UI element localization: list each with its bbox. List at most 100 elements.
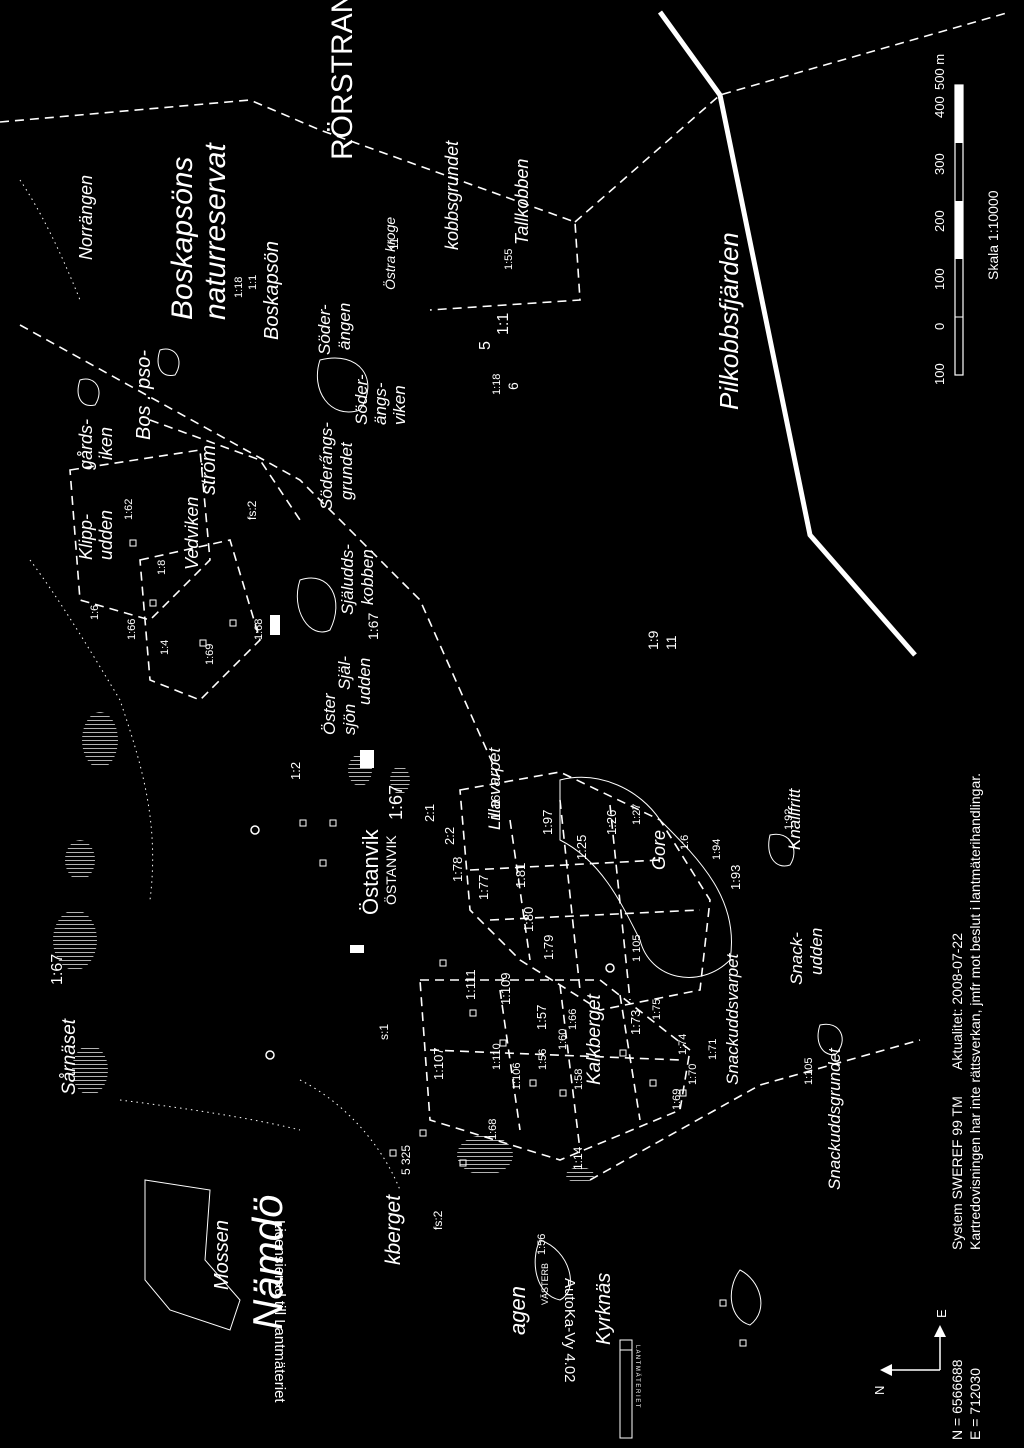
parcel-label: fs:2 bbox=[245, 500, 259, 520]
label-soder-angen-2: ängen bbox=[335, 303, 354, 350]
credits: Licensierad till Lantmäteriet AutoKa-Vy … bbox=[271, 1220, 641, 1439]
parcel-label: 1:78 bbox=[450, 857, 465, 882]
parcel-label: 1:69 bbox=[671, 1089, 683, 1110]
fields bbox=[53, 712, 594, 1183]
label-ostra-kroge: Östra kroge bbox=[381, 217, 398, 290]
label-vedviken: Vedviken bbox=[182, 497, 202, 570]
scale-bar: 100 0 100 200 300 400 500 m Skala 1:1000… bbox=[932, 54, 1001, 385]
parcel-label: 1:1 bbox=[247, 275, 259, 290]
reserve-boundary-2 bbox=[574, 11, 1011, 223]
parcel-label: 1:69 bbox=[204, 644, 216, 665]
parcel-label: 1:56 bbox=[537, 1049, 549, 1070]
label-strom: ström bbox=[198, 445, 220, 495]
parcel-label: 1:111 bbox=[463, 969, 478, 1000]
parcel-label: fs:2 bbox=[431, 1210, 445, 1230]
parcel-label: 1:14 bbox=[571, 1146, 585, 1170]
parcel-label: 1:27 bbox=[631, 804, 643, 825]
label-gore: Gore bbox=[649, 830, 669, 870]
label-gards-2: iken bbox=[96, 427, 116, 460]
parcel-label: 1:75 bbox=[651, 999, 663, 1020]
system-text: System SWEREF 99 TM bbox=[949, 1096, 965, 1250]
buildings bbox=[129, 539, 747, 1347]
parcel-boundary-diag bbox=[19, 324, 501, 781]
parcel-label: 1:26 bbox=[604, 810, 619, 835]
label-klipp-2: udden bbox=[96, 510, 116, 560]
scale-tick: 100 bbox=[932, 363, 947, 385]
label-snackuddsvarpet: Snackuddsvarpet bbox=[723, 952, 742, 1085]
snack-boundary bbox=[589, 1039, 921, 1181]
label-sjal-1: Själ- bbox=[335, 656, 354, 690]
parcel-label: 5 325 bbox=[399, 1145, 413, 1175]
east-coord: E = 712030 bbox=[967, 1368, 983, 1440]
label-sjaludds-2: kobben bbox=[358, 549, 377, 605]
label-vasterb: VÄSTERB bbox=[540, 1263, 550, 1305]
scale-tick: 500 m bbox=[932, 54, 947, 90]
north-label: N bbox=[872, 1386, 887, 1395]
label-boskapson: Boskapsön bbox=[261, 241, 283, 340]
parcel-label: 1:79 bbox=[541, 935, 556, 960]
parcel-label: 1:2 bbox=[288, 762, 303, 780]
north-arrow-icon bbox=[880, 1325, 946, 1376]
label-naturreservat: naturreservat bbox=[199, 142, 232, 320]
label-soderangs-grundet-2: grundet bbox=[337, 441, 356, 500]
parcel-label: 1:4 bbox=[159, 640, 171, 655]
parcel-label: 1:68 bbox=[253, 619, 265, 640]
parcel-label: 1:58 bbox=[573, 1069, 585, 1090]
parcel-label: 1:1 bbox=[495, 313, 512, 335]
label-boskapsons: Boskapsöns bbox=[166, 157, 199, 320]
label-klipp-1: Klipp- bbox=[76, 514, 96, 560]
license-text: Licensierad till Lantmäteriet bbox=[271, 1220, 288, 1403]
parcel-label: 1:92 bbox=[783, 809, 795, 830]
label-soder-angs-2: ängs- bbox=[371, 382, 390, 425]
parcel-label: 1:73 bbox=[628, 1010, 643, 1035]
label-sjaludds-1: Själudds- bbox=[338, 544, 357, 615]
parcel-label: 1:18 bbox=[491, 374, 503, 395]
parcel-label: 1 105 bbox=[631, 934, 643, 962]
label-kberget: kberget bbox=[382, 1194, 405, 1265]
label-soder-angs-3: viken bbox=[390, 385, 409, 425]
label-snack-1: Snack- bbox=[787, 932, 806, 985]
footer: System SWEREF 99 TM Aktualitet: 2008-07-… bbox=[872, 773, 983, 1440]
label-samaset: Sårnäset bbox=[59, 1018, 80, 1095]
parcel-labels: 1:67 1:67 1:18 1:1 1:18 5 1:1 6 1:55 11 … bbox=[49, 237, 815, 1255]
parcel-label: 1:70 bbox=[687, 1064, 699, 1085]
parcel-label: 1:66 bbox=[126, 619, 138, 640]
parcel-label: 1:80 bbox=[521, 907, 536, 932]
label-knallfritt: Knallfritt bbox=[785, 787, 804, 850]
updated-text: Aktualitet: 2008-07-22 bbox=[949, 933, 965, 1070]
label-pilkobbsfjarden: Pilkobbsfjärden bbox=[714, 232, 744, 410]
label-norrangen: Norrängen bbox=[76, 175, 96, 260]
parcel-label: s:1 bbox=[377, 1024, 391, 1040]
scale-tick: 0 bbox=[932, 323, 947, 330]
parcel-label: 1:93 bbox=[728, 865, 743, 890]
label-sjal-2: udden bbox=[355, 658, 374, 705]
label-soderangs-grundet-1: Södera̋ngs- bbox=[317, 422, 336, 510]
parcel-label: 6 bbox=[505, 382, 521, 390]
parcel-label: 1:94 bbox=[711, 839, 723, 860]
parcel-label: 1:56 bbox=[536, 1234, 548, 1255]
scale-tick: 100 bbox=[932, 268, 947, 290]
parcel-label: 1:8 bbox=[156, 560, 168, 575]
parcel-label: 11 bbox=[663, 635, 679, 650]
label-bos-pso: Bos . pso- bbox=[133, 350, 155, 440]
parcel-label: 1:71 bbox=[707, 1039, 719, 1060]
parcel-label: 1:107 bbox=[431, 1047, 446, 1080]
label-ostanvik-caps: ÖSTANVIK bbox=[382, 835, 399, 905]
east-label: E bbox=[934, 1309, 949, 1318]
label-agen: agen bbox=[505, 1286, 530, 1335]
label-soder-angs-1: Söder- bbox=[352, 374, 371, 425]
parcel-label: 1:110 bbox=[491, 1043, 503, 1070]
coastlines bbox=[77, 348, 843, 1331]
parcel-label: 1:62 bbox=[123, 499, 135, 520]
label-soder-angen-1: Söder- bbox=[315, 304, 334, 355]
parcel-label: 2:1 bbox=[422, 804, 437, 822]
parcel-label: 1:60 bbox=[557, 1029, 569, 1050]
parcel-label: 1:9 bbox=[645, 630, 661, 650]
parcel-label: 1:66 bbox=[567, 1009, 579, 1030]
label-snackuddsgrundet: Snackuddsgrundet bbox=[825, 1047, 844, 1190]
parcel-label: 1:81 bbox=[513, 863, 528, 888]
map-linework bbox=[0, 10, 1011, 1347]
place-labels: RÖRSTRAN Nämdö Mossen Sårnäset Östanvik … bbox=[59, 0, 844, 1345]
label-namdo: Nämdö bbox=[244, 1195, 291, 1330]
